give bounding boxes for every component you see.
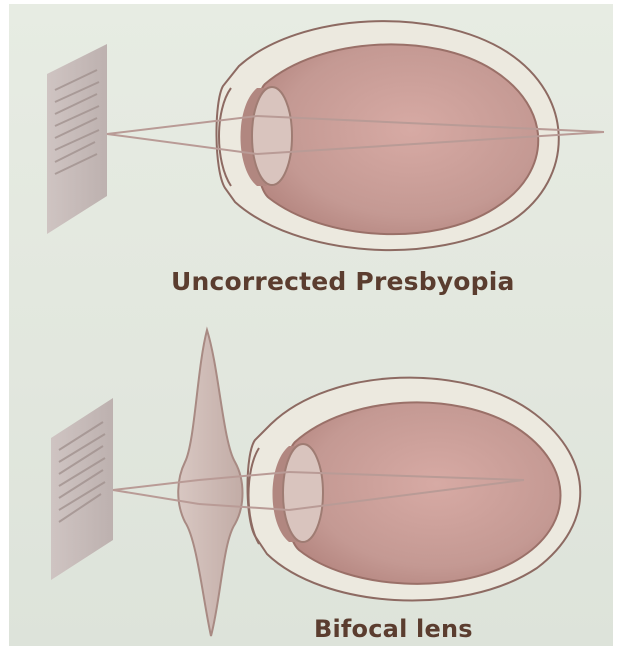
caption-bifocal-lens: Bifocal lens — [314, 615, 473, 643]
crystalline-lens-top — [252, 87, 292, 185]
bifocal-lens — [178, 330, 242, 636]
presbyopia-diagram — [9, 4, 613, 646]
bifocal-eye-diagram — [51, 330, 580, 636]
diagram-panel: Uncorrected Presbyopia Bifocal lens — [9, 4, 613, 646]
crystalline-lens-bottom — [283, 444, 323, 542]
uncorrected-eye-diagram — [47, 21, 604, 250]
caption-uncorrected-presbyopia: Uncorrected Presbyopia — [171, 267, 515, 296]
reading-card-bottom — [51, 398, 113, 580]
